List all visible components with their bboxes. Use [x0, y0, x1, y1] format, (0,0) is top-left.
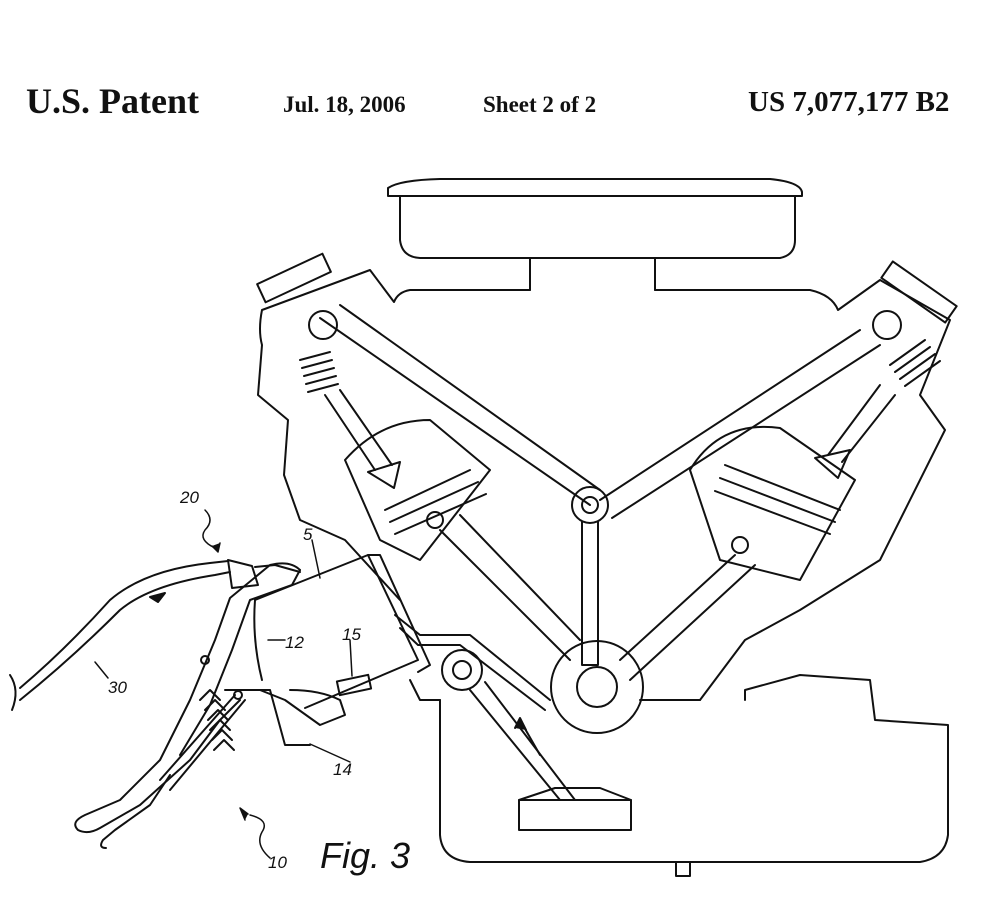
ref-5: 5 [303, 525, 313, 544]
left-valve [257, 254, 400, 488]
air-cleaner [388, 179, 802, 290]
ref-20: 20 [179, 488, 199, 507]
ref-15: 15 [342, 625, 361, 644]
camshaft-oil-passage [395, 615, 575, 800]
ref-14: 14 [333, 760, 352, 779]
figure-caption: Fig. 3 [320, 835, 410, 876]
left-piston [345, 420, 580, 660]
hose [10, 560, 300, 710]
locking-pliers [75, 563, 345, 848]
valve-train [309, 305, 901, 665]
ref-12: 12 [285, 633, 304, 652]
ref-30: 30 [108, 678, 127, 697]
ref-10: 10 [268, 853, 287, 872]
engine-block [258, 270, 950, 876]
right-valve [815, 261, 957, 478]
